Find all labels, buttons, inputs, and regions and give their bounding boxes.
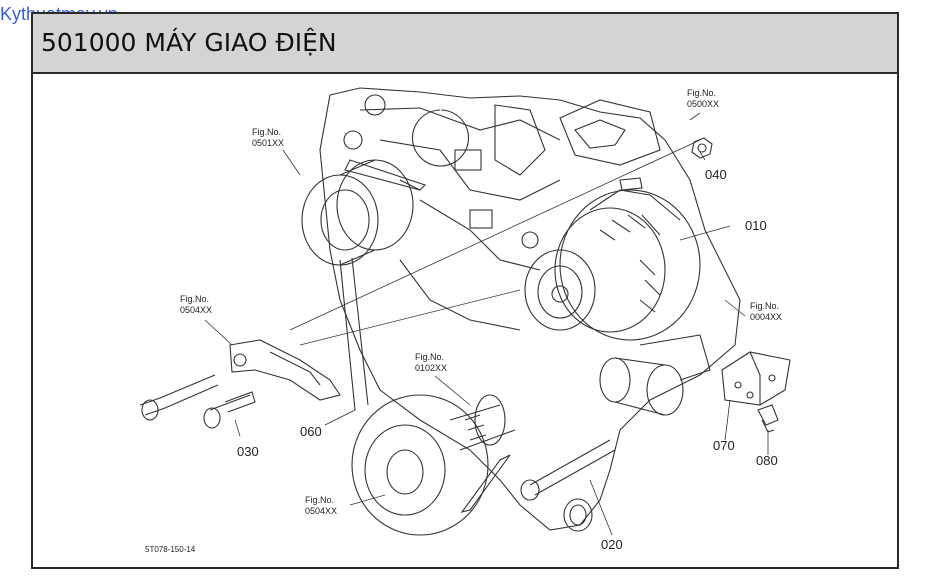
fig-code-0501: 0501XX <box>252 138 284 148</box>
fig-code-0004: 0004XX <box>750 312 782 322</box>
diagram-code: 5T078-150-14 <box>145 545 196 554</box>
tension-bracket <box>229 339 341 401</box>
title-bar: 501000 MÁY GIAO ĐIỆN <box>33 14 897 74</box>
part-label-010: 010 <box>745 218 767 233</box>
crank-pulley <box>351 394 516 536</box>
page-title: 501000 MÁY GIAO ĐIỆN <box>41 28 337 57</box>
bolt-080 <box>757 404 779 433</box>
part-label-070: 070 <box>713 438 735 453</box>
part-label-080: 080 <box>756 453 778 468</box>
diagram-frame: 501000 MÁY GIAO ĐIỆN <box>31 12 899 569</box>
fig-label-0504b: Fig.No. <box>305 495 334 505</box>
fig-code-0504b: 0504XX <box>305 506 337 516</box>
fig-label-0504a: Fig.No. <box>180 294 209 304</box>
fan-belt <box>344 159 427 191</box>
bracket-070 <box>721 351 791 406</box>
water-outlet <box>563 334 711 532</box>
part-label-040: 040 <box>705 167 727 182</box>
fig-code-0500: 0500XX <box>687 99 719 109</box>
bolt-020 <box>520 439 616 501</box>
fig-code-0504a: 0504XX <box>180 305 212 315</box>
nut-040 <box>691 137 713 159</box>
upper-pulley <box>301 159 421 266</box>
fig-label-0501: Fig.No. <box>252 127 281 137</box>
fig-label-0004: Fig.No. <box>750 301 779 311</box>
engine-block <box>319 87 741 531</box>
part-label-060: 060 <box>300 424 322 439</box>
part-label-030: 030 <box>237 444 259 459</box>
fig-label-0102: Fig.No. <box>415 352 444 362</box>
fig-code-0102: 0102XX <box>415 363 447 373</box>
fig-label-0500: Fig.No. <box>687 88 716 98</box>
part-label-020: 020 <box>601 537 623 552</box>
bolt-030 <box>139 374 256 429</box>
alternator <box>524 177 701 341</box>
